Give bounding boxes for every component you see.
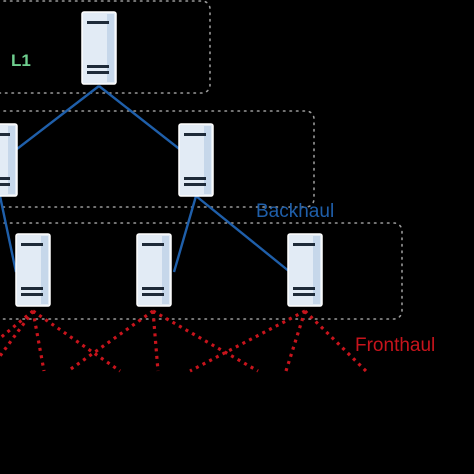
- tier-l2-zone: [0, 110, 315, 208]
- fronthaul-link: [31, 310, 46, 372]
- fronthaul-link: [152, 309, 259, 373]
- backhaul-label: Backhaul: [256, 201, 334, 222]
- fronthaul-link: [0, 310, 35, 357]
- backhaul-link-right-agg-to-edge-2: [172, 195, 198, 273]
- fronthaul-link: [32, 309, 121, 373]
- server-icon: [15, 233, 51, 307]
- fronthaul-link: [0, 309, 35, 341]
- backhaul-link-left-agg-to-edge-1: [0, 195, 18, 273]
- tier-l1-label: L1: [11, 51, 31, 70]
- server-icon: [0, 123, 18, 197]
- tier-l3-zone: [0, 222, 403, 320]
- backhaul-link-right-agg-to-edge-3: [195, 195, 291, 273]
- fronthaul-label: Fronthaul: [355, 335, 435, 356]
- fronthaul-links: [0, 309, 368, 373]
- fronthaul-link: [284, 310, 307, 372]
- server-icon: [136, 233, 172, 307]
- fronthaul-link: [67, 309, 154, 373]
- server-icon: [287, 233, 323, 307]
- server-icon: [178, 123, 214, 197]
- fronthaul-link: [151, 310, 160, 372]
- server-icon: [81, 11, 117, 85]
